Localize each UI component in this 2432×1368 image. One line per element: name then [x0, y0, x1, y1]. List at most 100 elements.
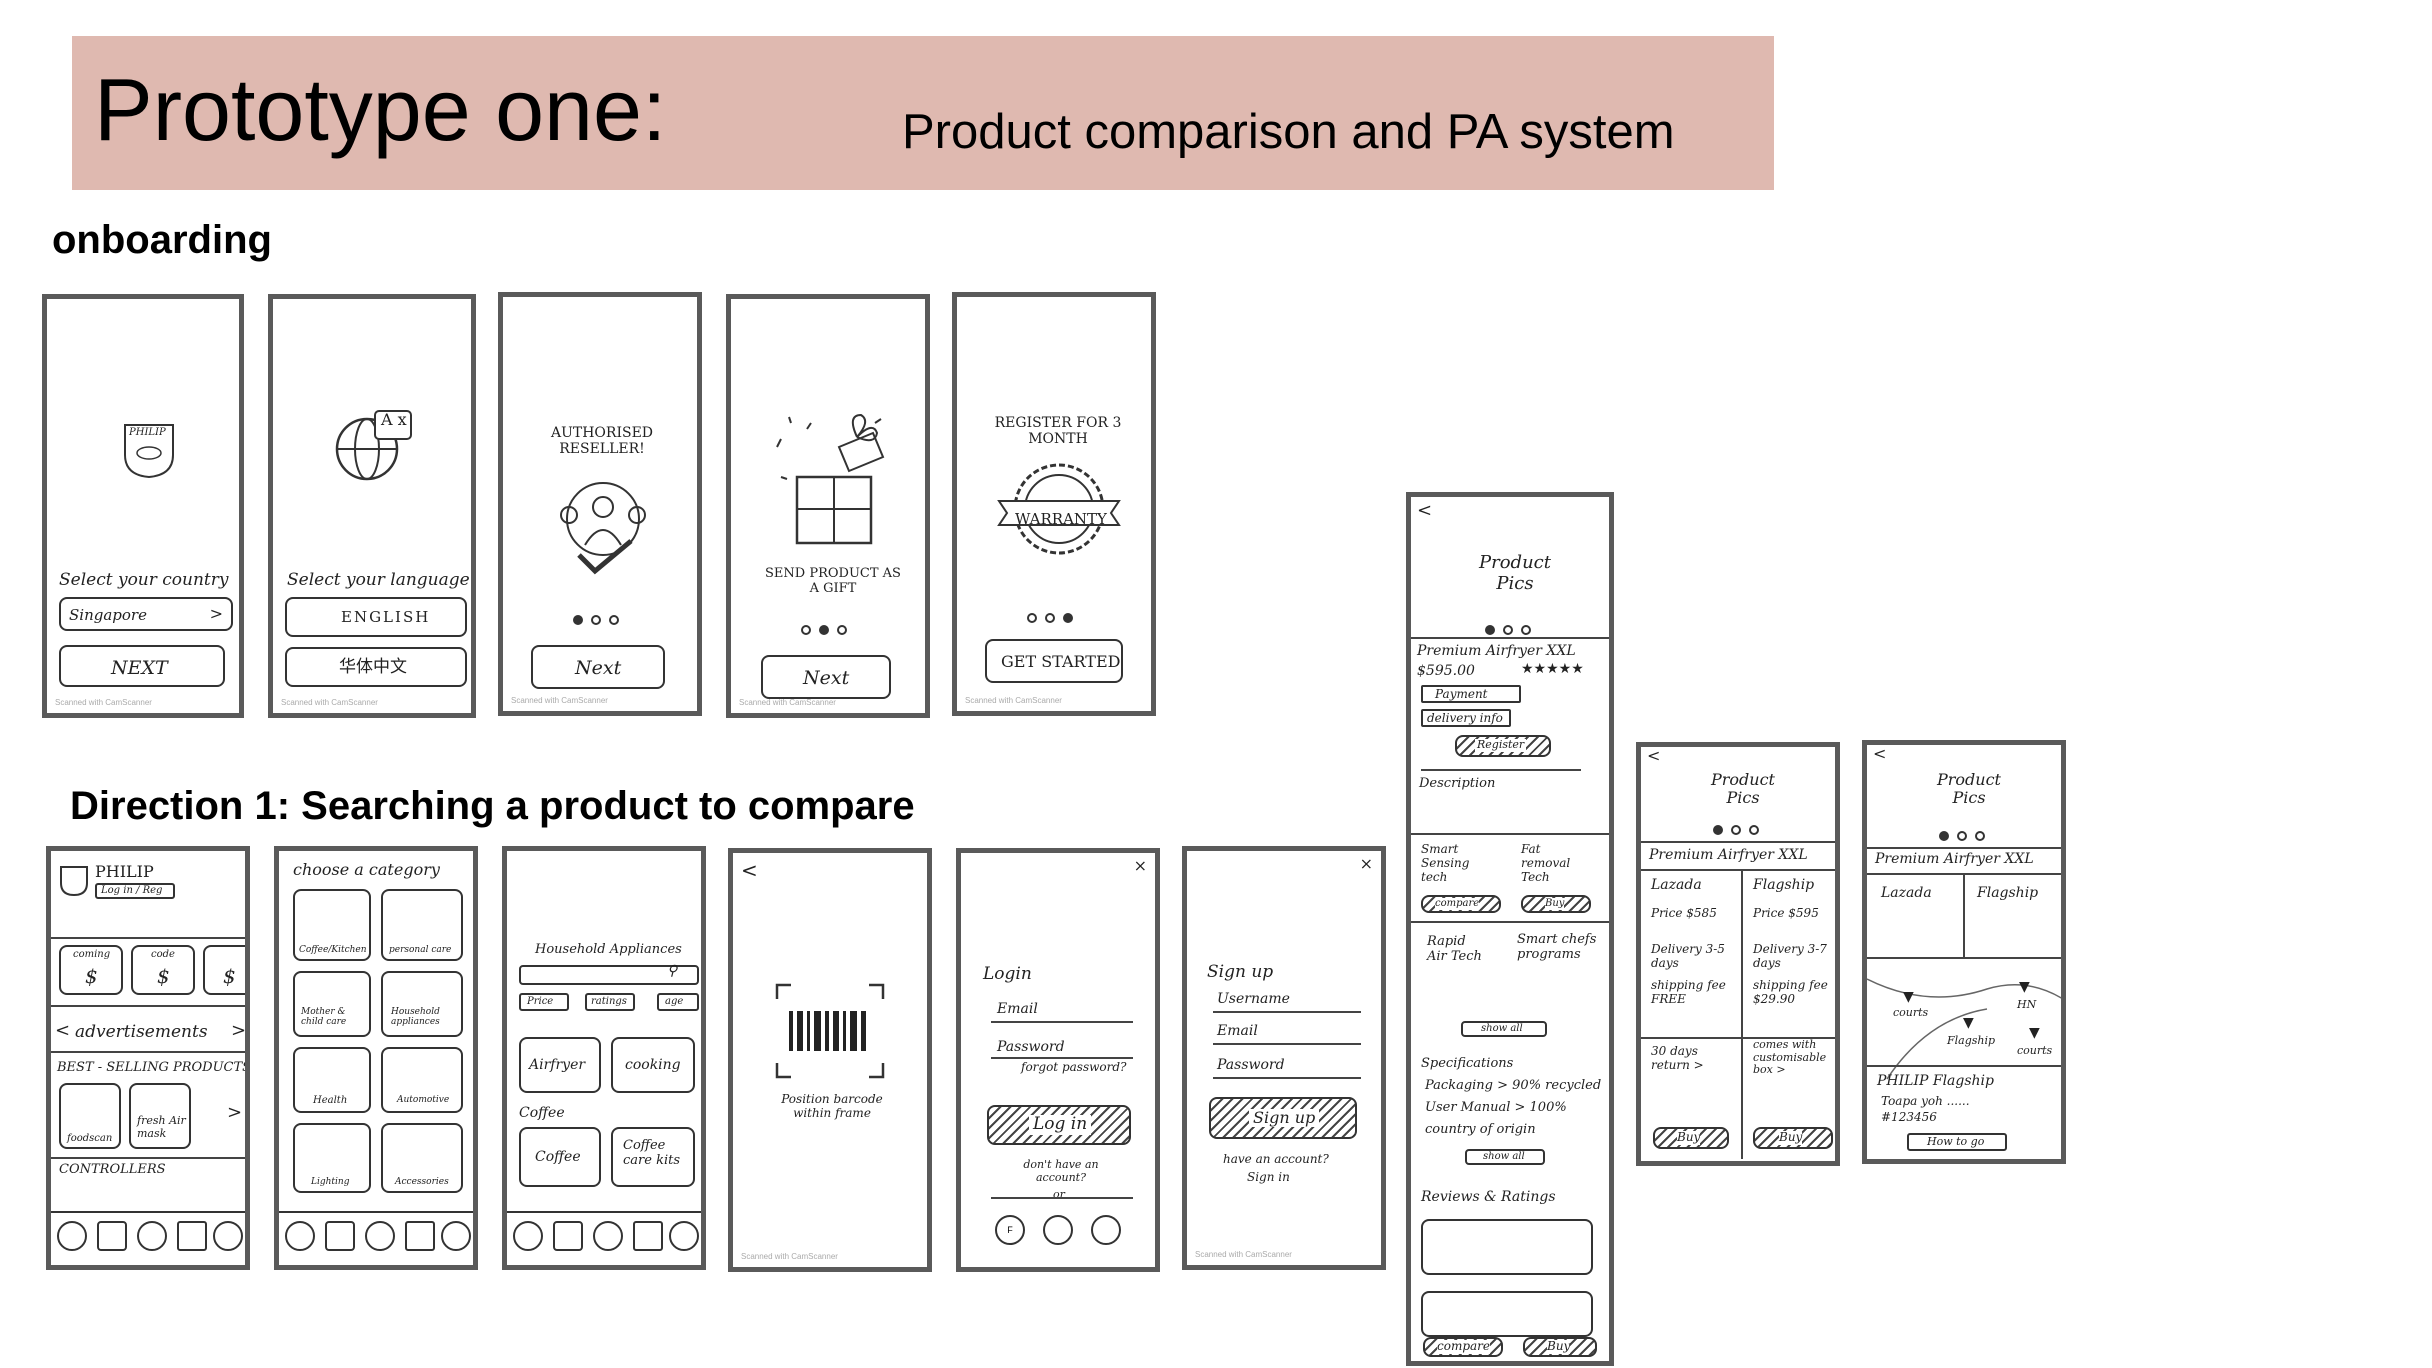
product-tile-2[interactable]: fresh Air mask — [129, 1083, 191, 1149]
login-button[interactable]: Log in — [987, 1105, 1131, 1145]
settings-tab-icon[interactable] — [213, 1221, 243, 1251]
map-pin-icon[interactable]: ▼ — [2019, 979, 2030, 995]
home-tab-icon[interactable] — [285, 1221, 315, 1251]
bell-tab-icon[interactable] — [553, 1221, 583, 1251]
people-check-icon — [560, 482, 646, 575]
product-tile-1[interactable]: foodscan — [59, 1083, 121, 1149]
chevron-left-icon[interactable]: < — [55, 1020, 71, 1041]
next-button[interactable]: NEXT — [59, 645, 225, 687]
back-arrow-icon[interactable]: < — [1873, 744, 1887, 763]
payment-button[interactable]: Payment — [1421, 685, 1521, 703]
next-button[interactable]: Next — [761, 655, 891, 699]
store-name: PHILIP Flagship — [1877, 1073, 1994, 1089]
language-option-english[interactable]: ENGLISH — [285, 597, 467, 637]
email-field[interactable] — [991, 1021, 1133, 1023]
buy-flagship-button[interactable]: Buy — [1753, 1127, 1833, 1149]
bell-tab-icon[interactable] — [325, 1221, 355, 1251]
lazada-return[interactable]: 30 days return > — [1651, 1044, 1704, 1072]
next-button[interactable]: Next — [531, 645, 665, 689]
currency-card-2[interactable]: code $ — [131, 945, 195, 995]
bell-tab-icon[interactable] — [97, 1221, 127, 1251]
pa-tab-icon[interactable] — [593, 1221, 623, 1251]
password-field[interactable] — [991, 1057, 1133, 1059]
show-all-button[interactable]: show all — [1461, 1021, 1547, 1037]
wechat-icon[interactable] — [1091, 1215, 1121, 1245]
advertisements-banner[interactable]: advertisements — [75, 1022, 208, 1042]
back-arrow-icon[interactable]: < — [1647, 746, 1661, 765]
forgot-password-link[interactable]: forgot password? — [1021, 1060, 1127, 1074]
username-field[interactable] — [1213, 1011, 1361, 1013]
login-register-link[interactable]: Log in / Reg — [95, 883, 175, 899]
product-coffee[interactable]: Coffee — [519, 1127, 601, 1187]
how-to-go-button[interactable]: How to go — [1907, 1133, 2007, 1151]
close-icon[interactable]: × — [1359, 854, 1373, 873]
delivery-info-button[interactable]: delivery info — [1421, 709, 1511, 727]
language-option-chinese[interactable]: 华体中文 — [285, 647, 467, 687]
category-personal-care[interactable]: personal care — [381, 889, 463, 961]
currency-card-3[interactable]: $ — [203, 945, 245, 995]
back-arrow-icon[interactable]: < — [741, 858, 758, 882]
map-pin-icon[interactable]: ▼ — [2029, 1025, 2040, 1041]
flagship-box[interactable]: comes with customisable box > — [1753, 1038, 1827, 1077]
settings-tab-icon[interactable] — [441, 1221, 471, 1251]
product-cooking[interactable]: cooking — [611, 1037, 695, 1093]
gift-tab-icon[interactable] — [405, 1221, 435, 1251]
category-coffee-kitchen[interactable]: Coffee/Kitchen — [293, 889, 371, 961]
instagram-icon[interactable] — [1043, 1215, 1073, 1245]
buy-button[interactable]: Buy — [1521, 895, 1591, 913]
home-tab-icon[interactable] — [513, 1221, 543, 1251]
compare-button[interactable]: compare — [1423, 1337, 1503, 1357]
category-lighting[interactable]: Lighting — [293, 1123, 371, 1193]
pin-label-hn: HN — [2017, 998, 2037, 1011]
currency-card-1[interactable]: coming $ — [59, 945, 123, 995]
pa-tab-icon[interactable] — [137, 1221, 167, 1251]
get-started-button[interactable]: GET STARTED — [985, 639, 1123, 683]
description-heading: Description — [1419, 776, 1496, 791]
chevron-right-icon[interactable]: > — [227, 1102, 243, 1123]
category-automotive[interactable]: Automotive — [381, 1047, 463, 1113]
search-icon[interactable]: ⚲ — [667, 963, 678, 979]
show-all-button[interactable]: show all — [1465, 1149, 1545, 1165]
divider — [1421, 769, 1581, 771]
gift-tab-icon[interactable] — [177, 1221, 207, 1251]
buy-button[interactable]: Buy — [1523, 1337, 1597, 1357]
filter-price[interactable]: Price — [519, 993, 569, 1011]
signup-button[interactable]: Sign up — [1209, 1097, 1357, 1139]
email-field[interactable] — [1213, 1043, 1361, 1045]
back-arrow-icon[interactable]: < — [1417, 500, 1433, 521]
close-icon[interactable]: × — [1133, 856, 1147, 875]
product-tile-1-label: foodscan — [67, 1133, 113, 1144]
map-pin-icon[interactable]: ▼ — [1903, 989, 1914, 1005]
review-card[interactable] — [1421, 1291, 1593, 1337]
show-all-label: show all — [1483, 1151, 1525, 1162]
country-select[interactable]: Singapore > — [59, 597, 233, 631]
category-household[interactable]: Household appliances — [381, 971, 463, 1037]
product-coffee-care[interactable]: Coffee care kits — [611, 1127, 695, 1187]
barcode-frame-icon — [775, 983, 885, 1079]
barcode-caption: Position barcode within frame — [781, 1092, 883, 1120]
search-input[interactable] — [519, 965, 699, 985]
signin-link[interactable]: Sign in — [1247, 1170, 1290, 1184]
spec-packaging: Packaging > 90% recycled — [1425, 1078, 1602, 1093]
category-health[interactable]: Health — [293, 1047, 371, 1113]
review-card[interactable] — [1421, 1219, 1593, 1275]
map-pin-icon[interactable]: ▼ — [1963, 1015, 1974, 1031]
category-mother-child[interactable]: Mother & child care — [293, 971, 371, 1037]
column-divider — [1741, 869, 1743, 1159]
password-field[interactable] — [1213, 1077, 1361, 1079]
facebook-icon[interactable]: F — [995, 1215, 1025, 1245]
home-tab-icon[interactable] — [57, 1221, 87, 1251]
filter-age[interactable]: age — [657, 993, 699, 1011]
settings-tab-icon[interactable] — [669, 1221, 699, 1251]
compare-button[interactable]: compare — [1421, 895, 1501, 913]
register-button[interactable]: Register — [1455, 735, 1551, 757]
onboarding-screen-warranty: REGISTER FOR 3 MONTH WARRANTY GET STARTE… — [952, 292, 1156, 716]
gift-tab-icon[interactable] — [633, 1221, 663, 1251]
warranty-seal-icon — [997, 463, 1121, 555]
buy-lazada-button[interactable]: Buy — [1653, 1127, 1729, 1149]
chevron-right-icon[interactable]: > — [231, 1020, 247, 1041]
pa-tab-icon[interactable] — [365, 1221, 395, 1251]
filter-ratings[interactable]: ratings — [585, 993, 635, 1011]
product-airfryer[interactable]: Airfryer — [519, 1037, 601, 1093]
category-accessories[interactable]: Accessories — [381, 1123, 463, 1193]
